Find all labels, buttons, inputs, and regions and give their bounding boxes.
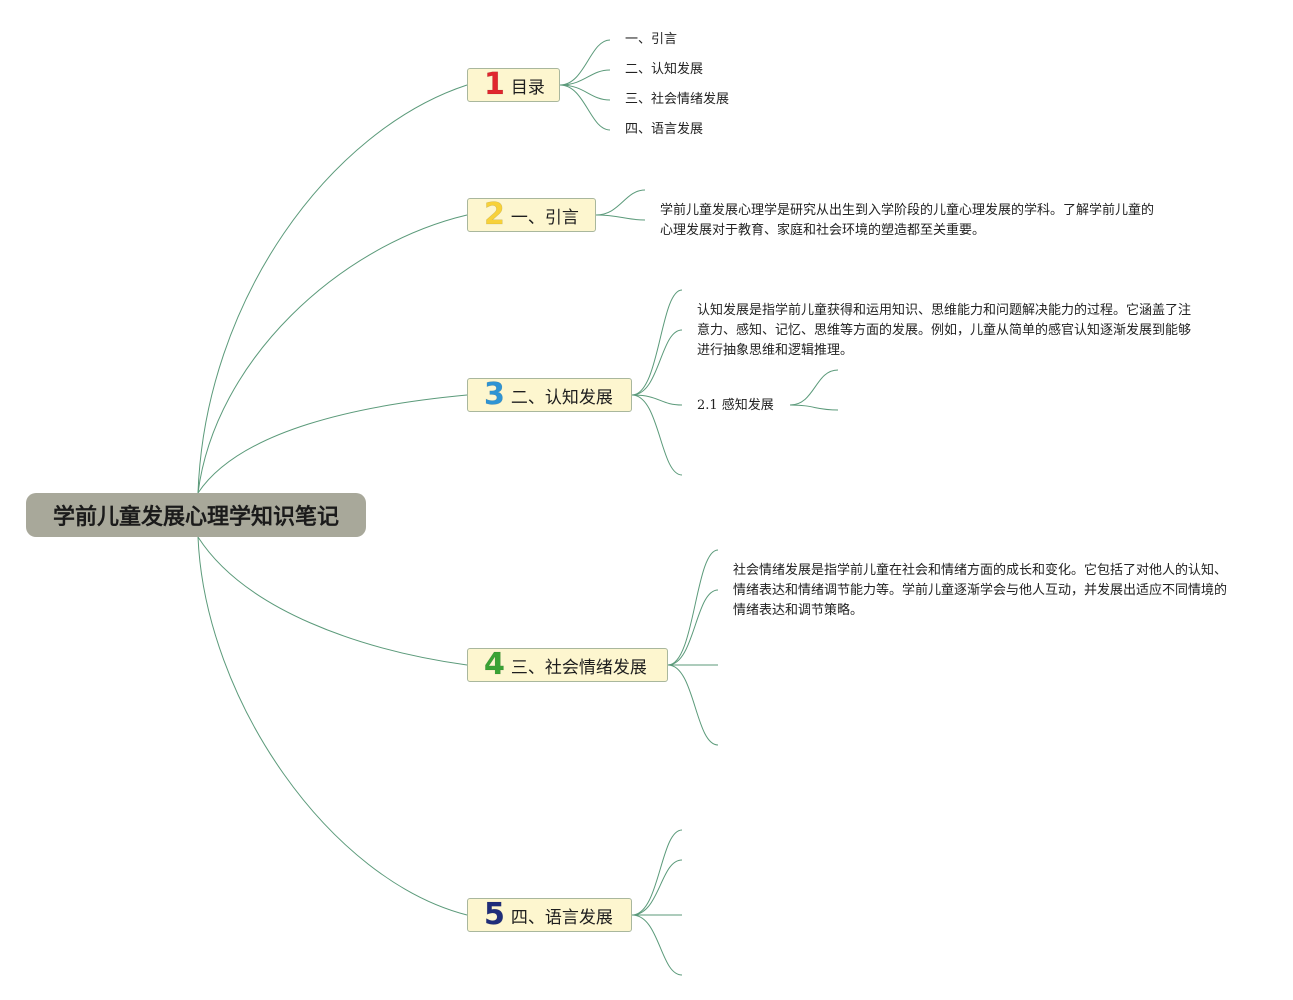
branch-label: 三、社会情绪发展 [510, 657, 647, 678]
number-4-icon: 4 [484, 647, 505, 682]
root-topic-label: 学前儿童发展心理学知识笔记 [52, 505, 339, 530]
link-root-branch-2 [197, 214, 468, 494]
cognitive-paragraph[interactable]: 认知发展是指学前儿童获得和运用知识、思维能力和问题解决能力的过程。它涵盖了注意力… [697, 303, 1192, 358]
branch-topic-language[interactable]: 5 四、语言发展 [467, 898, 632, 932]
branch-topic-intro[interactable]: 2 一、引言 [467, 198, 596, 232]
toc-item-cognitive[interactable]: 二、认知发展 [625, 62, 704, 77]
root-topic[interactable]: 学前儿童发展心理学知识笔记 [26, 493, 366, 537]
subtopic-perception[interactable]: 2.1 感知发展 [697, 398, 774, 413]
branch-topic-cognitive[interactable]: 3 二、认知发展 [467, 378, 632, 412]
link-root-branch-5 [197, 536, 468, 916]
branch-label: 四、语言发展 [510, 907, 613, 928]
toc-item-intro[interactable]: 一、引言 [625, 32, 678, 47]
toc-item-language[interactable]: 四、语言发展 [625, 122, 704, 137]
intro-paragraph[interactable]: 学前儿童发展心理学是研究从出生到入学阶段的儿童心理发展的学科。了解学前儿童的心理… [660, 203, 1155, 238]
link-root-branch-1 [197, 84, 468, 494]
branch-label: 一、引言 [510, 207, 579, 228]
branch-topic-toc[interactable]: 1 目录 [467, 68, 560, 102]
number-1-icon: 1 [484, 67, 505, 102]
toc-item-social-emotional[interactable]: 三、社会情绪发展 [625, 92, 730, 107]
branch-label: 目录 [510, 77, 545, 98]
number-3-icon: 3 [484, 377, 505, 412]
link-root-branch-3 [197, 394, 468, 494]
social-emotional-paragraph[interactable]: 社会情绪发展是指学前儿童在社会和情绪方面的成长和变化。它包括了对他人的认知、情绪… [733, 563, 1228, 618]
number-2-icon: 2 [484, 197, 505, 232]
number-5-icon: 5 [484, 897, 505, 932]
link-root-branch-4 [197, 536, 468, 666]
branch-topic-social-emotional[interactable]: 4 三、社会情绪发展 [467, 648, 668, 682]
branch-label: 二、认知发展 [510, 387, 613, 408]
